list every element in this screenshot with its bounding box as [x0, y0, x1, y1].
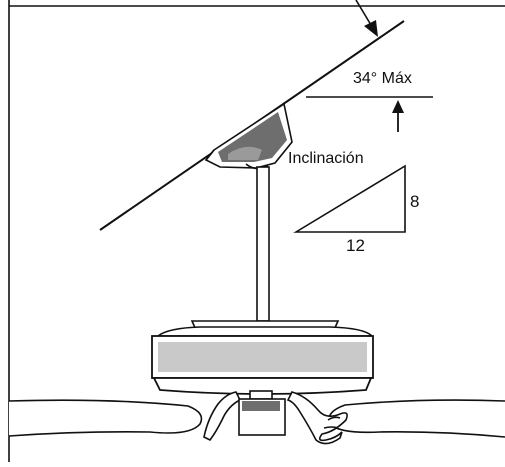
slope-label: Inclinación: [288, 150, 364, 167]
canopy: [204, 102, 293, 170]
angle-indicator: [306, 96, 433, 132]
frame: [8, 0, 505, 462]
sloped-ceiling: [99, 0, 405, 231]
rise-label: 8: [410, 192, 419, 211]
slope-triangle: [293, 164, 406, 233]
angle-label: 34° Máx: [353, 70, 412, 87]
blade-iron-right: [286, 391, 348, 445]
ceiling-arrow-head-icon: [364, 20, 378, 37]
downrod: [256, 166, 270, 322]
angle-arrow-head-icon: [392, 100, 404, 113]
motor-top: [155, 320, 374, 337]
switch-housing: [238, 390, 286, 436]
blade-iron-left: [203, 391, 242, 442]
run-label: 12: [346, 236, 365, 255]
motor-housing: [151, 335, 374, 395]
fan-blade-left: [8, 399, 203, 437]
fan-blade-right: [328, 399, 505, 438]
